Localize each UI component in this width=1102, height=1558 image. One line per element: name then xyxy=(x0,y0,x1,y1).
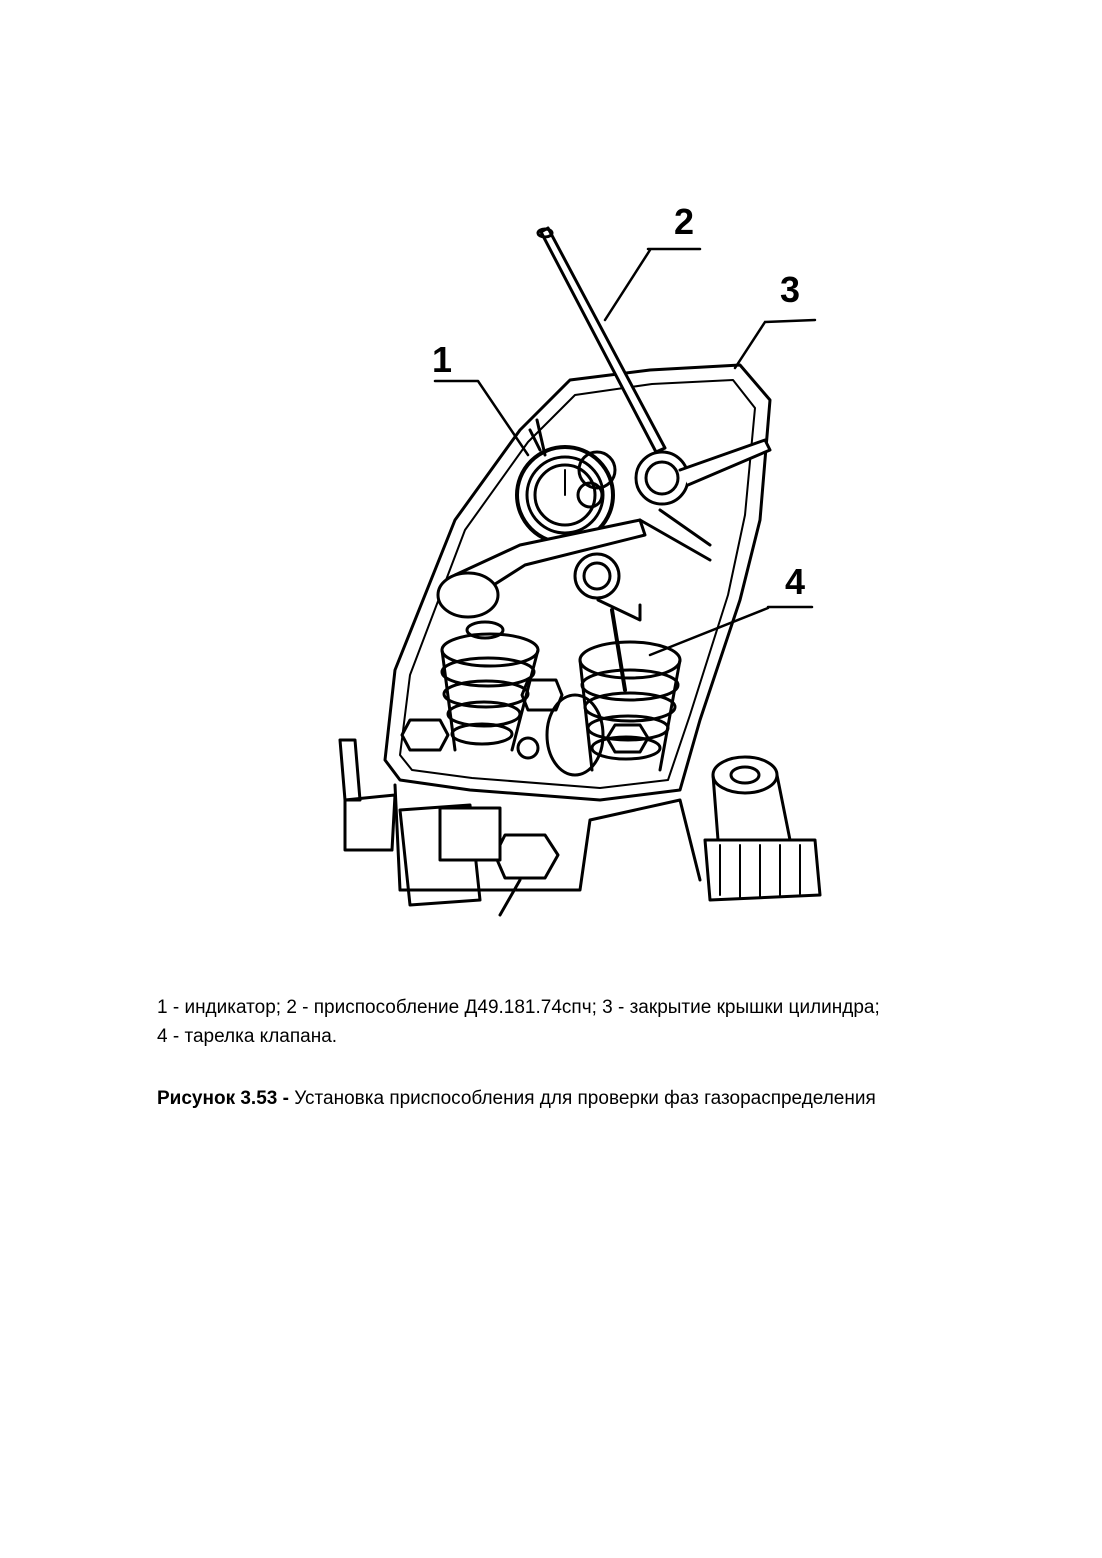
figure-legend: 1 - индикатор; 2 - приспособление Д49.18… xyxy=(157,993,1057,1051)
legend-line: 4 - тарелка клапана. xyxy=(157,1026,338,1047)
valve-timing-fixture-illustration: 1 2 3 4 xyxy=(338,201,822,917)
callout-2: 2 xyxy=(674,201,694,242)
legend-line: 1 - индикатор; 2 - приспособление Д49.18… xyxy=(157,997,880,1018)
callout-3: 3 xyxy=(780,269,800,310)
caption-label: Рисунок 3.53 - xyxy=(157,1088,289,1109)
figure-caption: Рисунок 3.53 - Установка приспособления … xyxy=(157,1086,1057,1112)
caption-text: Установка приспособления для проверки фа… xyxy=(288,1088,876,1109)
callout-4: 4 xyxy=(785,561,805,602)
callout-1: 1 xyxy=(432,339,452,380)
